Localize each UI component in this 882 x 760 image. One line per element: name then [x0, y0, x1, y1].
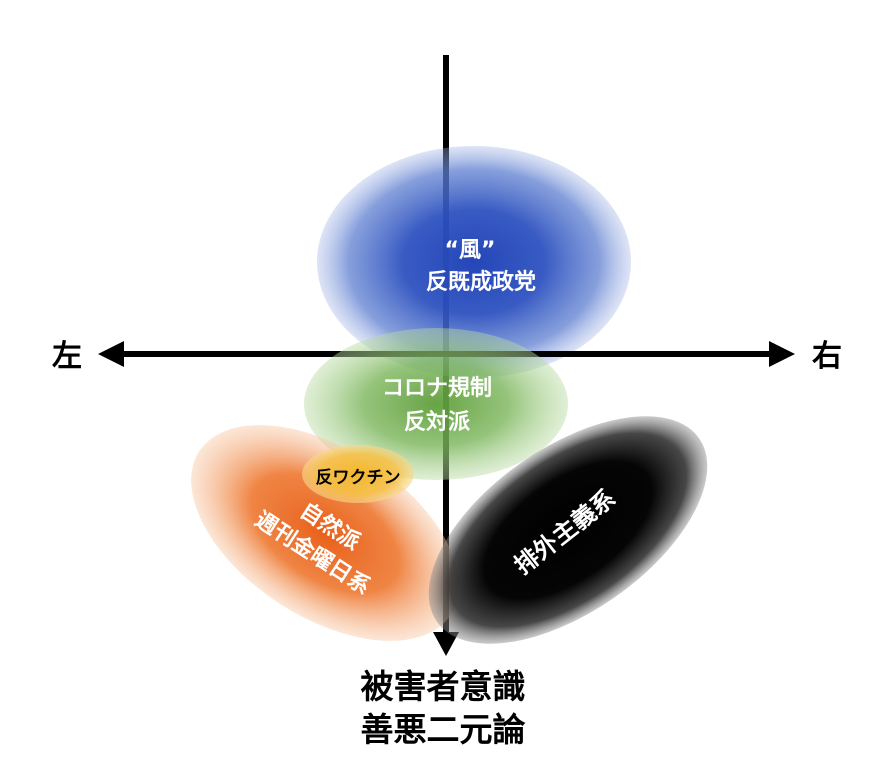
axis-label-bottom-line1: 被害者意識 — [361, 667, 526, 706]
left-arrow-icon — [98, 341, 124, 367]
right-arrow-icon — [769, 341, 795, 367]
cluster-antivax — [302, 445, 414, 503]
label-corona-line2: 反対派 — [404, 410, 470, 435]
down-arrow-icon — [433, 632, 459, 656]
cluster-wind-party — [317, 146, 631, 378]
axis-label-right: 右 — [812, 339, 842, 374]
label-wind-party-line2: 反既成政党 — [426, 269, 536, 295]
cluster-corona — [304, 328, 568, 480]
label-corona-line1: コロナ規制 — [382, 376, 492, 401]
label-antivax: 反ワクチン — [316, 468, 401, 488]
label-wind-party-line1: “風” — [445, 238, 496, 263]
axis-label-bottom-line2: 善悪二元論 — [361, 710, 526, 749]
cluster-xenophobic — [428, 416, 708, 644]
axis-label-left: 左 — [52, 339, 82, 374]
